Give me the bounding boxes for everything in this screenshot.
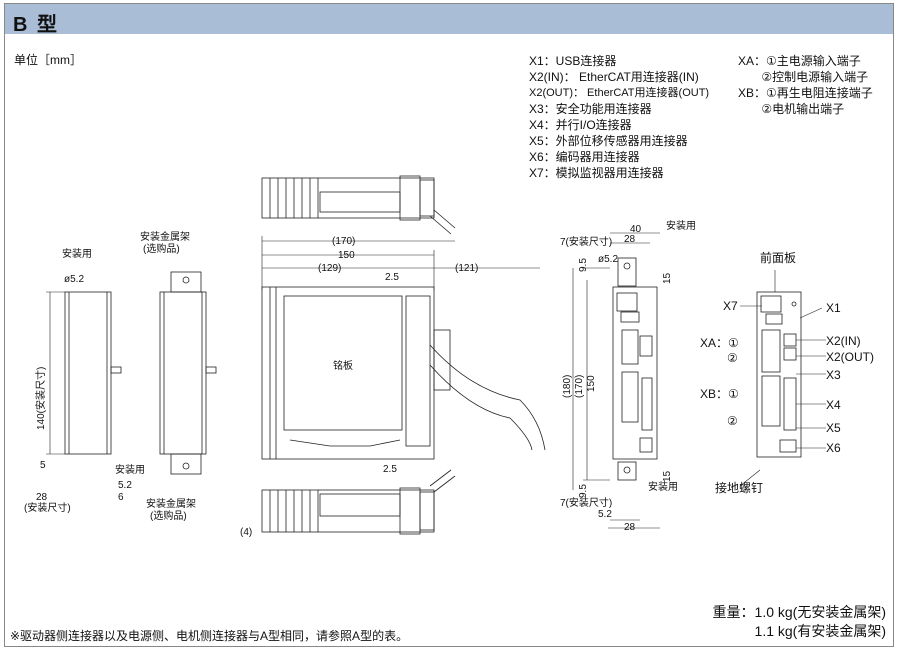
x7-label: X7 [723, 299, 738, 313]
dim-15-bottom: 15 [662, 470, 673, 482]
mount-use-label: 安装用 [62, 247, 92, 260]
ground-screw-label: 接地螺钉 [715, 480, 763, 495]
x3-label: X3 [826, 368, 841, 382]
mount-use-right: 安装用 [666, 219, 696, 232]
legend-x6: X6：编码器用连接器 [529, 150, 640, 164]
dim-180-label: (180) [562, 375, 573, 398]
dim-52-label: 5.2 [118, 480, 132, 491]
front-view-dim [612, 257, 658, 481]
dim-5-label: 5 [40, 460, 46, 471]
dim-4-label: (4) [240, 527, 252, 538]
dim-170-right: (170) [574, 375, 585, 398]
bottom-view [261, 469, 456, 535]
dim-7-top: 7(安装尺寸) [560, 235, 612, 248]
leader-lines [739, 270, 826, 487]
dim-52-right: 5.2 [598, 509, 612, 520]
footnote: ※驱动器侧连接器以及电源侧、电机侧连接器与A型相同，请参照A型的表。 [10, 629, 409, 643]
dim-25-top: 2.5 [385, 272, 399, 283]
xa1-label: XA：① [700, 336, 739, 350]
legend-x3: X3：安全功能用连接器 [529, 102, 652, 116]
legend-x4: X4：并行I/O连接器 [529, 118, 632, 132]
dim-40-label: 40 [630, 224, 642, 235]
dim-129-label: (129) [318, 263, 341, 274]
dim-28-bottom: 28 [624, 522, 636, 533]
bracket-label-bottom: 安装金属架 [146, 497, 196, 510]
x5-label: X5 [826, 421, 841, 435]
bracket-label-top: 安装金属架 [140, 230, 190, 243]
figure-frame [4, 3, 894, 647]
legend-xb2: ②电机输出端子 [738, 102, 845, 116]
legend-x2in: X2(IN)： EtherCAT用连接器(IN) [529, 70, 699, 84]
phi-right: ø5.2 [598, 254, 618, 265]
optional-label-bottom: (选购品) [150, 509, 187, 522]
dim-28-top: 28 [624, 234, 636, 245]
dim-150-label: 150 [338, 250, 355, 261]
mount-use-bottom: 安装用 [115, 463, 145, 476]
top-view [261, 175, 456, 235]
x1-label: X1 [826, 301, 841, 315]
optional-label-top: (选购品) [143, 242, 180, 255]
x2out-label: X2(OUT) [826, 350, 874, 364]
phi-label: ø5.2 [64, 274, 84, 285]
x2in-label: X2(IN) [826, 334, 861, 348]
legend-x2out: X2(OUT)： EtherCAT用连接器(OUT) [529, 87, 710, 99]
dim-140-label: 140(安装尺寸) [34, 367, 47, 430]
dimension-lines [46, 232, 660, 529]
legend-xa2: ②控制电源输入端子 [738, 70, 869, 84]
mount-use-right-bottom: 安装用 [648, 480, 678, 493]
terminal-legend: XA：①主电源输入端子 ②控制电源输入端子 XB：①再生电阻连接端子 ②电机输出… [738, 53, 873, 117]
connector-legend: X1：USB连接器 X2(IN)： EtherCAT用连接器(IN) X2(OU… [529, 53, 709, 181]
unit-label: 单位［mm］ [14, 53, 82, 67]
x4-label: X4 [826, 398, 841, 412]
weight-line-2: 1.1 kg(有安装金属架) [754, 623, 886, 639]
xa2-label: ② [727, 351, 738, 365]
x6-label: X6 [826, 441, 841, 455]
front-panel-labels: 前面板 X7 X1 XA：① ② X2(IN) X2(OUT) X3 XB：① … [700, 250, 874, 495]
dim-95-top: 9.5 [578, 258, 589, 272]
xb1-label: XB：① [700, 387, 739, 401]
legend-x1: X1：USB连接器 [529, 54, 617, 68]
dim-121-label: (121) [455, 263, 478, 274]
xb2-label: ② [727, 414, 738, 428]
legend-x5: X5：外部位移传感器用连接器 [529, 134, 688, 148]
mount-dim-left: (安装尺寸) [24, 501, 71, 514]
side-view [261, 286, 546, 460]
legend-xa1: XA：①主电源输入端子 [738, 54, 861, 68]
nameplate-label: 铭板 [333, 359, 353, 372]
dim-25-bottom: 2.5 [383, 464, 397, 475]
dim-6-label: 6 [118, 492, 124, 503]
title-bar: B 型 [5, 4, 893, 36]
dim-15-top: 15 [662, 272, 673, 284]
legend-xb1: XB：①再生电阻连接端子 [738, 86, 873, 100]
front-panel-label: 前面板 [760, 250, 796, 265]
left-side-view [64, 291, 122, 455]
weight-line-1: 重量：1.0 kg(无安装金属架) [712, 604, 886, 620]
page-title: B 型 [13, 14, 59, 36]
legend-x7: X7：模拟监视器用连接器 [529, 166, 664, 180]
dimension-text: 安装用 ø5.2 安装金属架 (选购品) 140(安装尺寸) 5 28 (安装尺… [24, 219, 696, 538]
dim-7-bottom: 7(安装尺寸) [560, 496, 612, 509]
dim-28-label: 28 [36, 492, 48, 503]
front-panel-view [756, 291, 802, 458]
dim-150-right: 150 [586, 375, 597, 392]
bracket-view [159, 271, 217, 475]
dim-95-bottom: 9.5 [578, 484, 589, 498]
dim-170-label: (170) [332, 236, 355, 247]
weight-block: 重量：1.0 kg(无安装金属架) 1.1 kg(有安装金属架) [713, 603, 886, 641]
